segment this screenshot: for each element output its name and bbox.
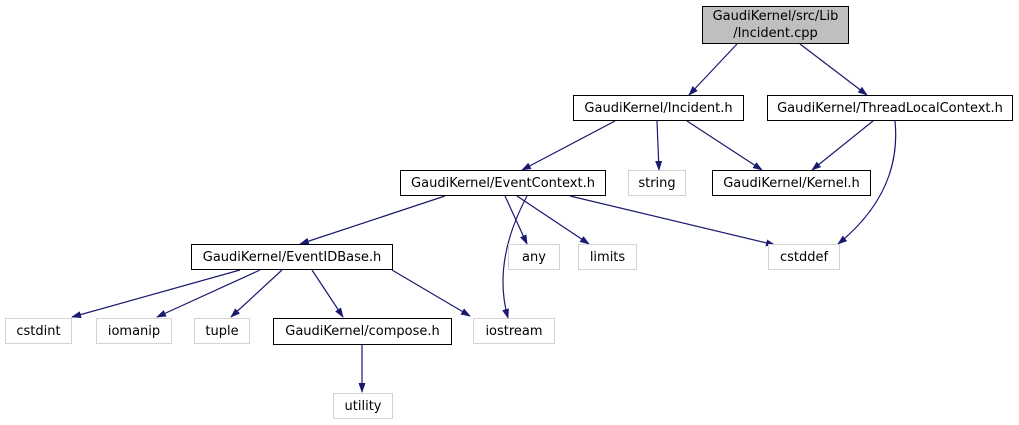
- node-cstddef: cstddef: [768, 244, 840, 270]
- node-eventidbase_h[interactable]: GaudiKernel/EventIDBase.h: [191, 244, 393, 270]
- node-label: cstdint: [16, 323, 61, 339]
- node-incident_h[interactable]: GaudiKernel/Incident.h: [573, 95, 744, 121]
- node-threadlocal_h[interactable]: GaudiKernel/ThreadLocalContext.h: [767, 95, 1013, 121]
- node-eventcontext_h[interactable]: GaudiKernel/EventContext.h: [400, 170, 606, 196]
- node-label: GaudiKernel/src/Lib /Incident.cpp: [712, 9, 839, 41]
- node-iostream: iostream: [473, 318, 555, 344]
- node-label: GaudiKernel/EventContext.h: [411, 175, 595, 191]
- node-iomanip: iomanip: [96, 318, 172, 344]
- edge-eventidbase_h-to-tuple: [230, 269, 283, 318]
- node-tuple: tuple: [194, 318, 250, 344]
- node-label: iostream: [485, 323, 543, 339]
- node-label: GaudiKernel/compose.h: [285, 324, 440, 339]
- edge-eventcontext_h-to-cstddef: [569, 195, 776, 247]
- edge-eventcontext_h-to-eventidbase_h: [299, 195, 446, 245]
- edge-eventidbase_h-to-cstdint: [71, 269, 241, 318]
- node-label: GaudiKernel/Incident.h: [584, 100, 733, 116]
- node-cstdint: cstdint: [5, 318, 72, 344]
- node-label: tuple: [205, 323, 239, 339]
- node-compose_h[interactable]: GaudiKernel/compose.h: [273, 318, 452, 345]
- node-utility: utility: [333, 393, 393, 419]
- edge-eventidbase_h-to-compose_h: [311, 269, 344, 318]
- edge-incident_h-to-kernel_h: [686, 120, 763, 171]
- edge-eventcontext_h-to-iostream: [502, 195, 528, 319]
- node-label: cstddef: [779, 249, 829, 265]
- node-label: GaudiKernel/ThreadLocalContext.h: [777, 100, 1003, 116]
- node-any: any: [508, 244, 560, 270]
- node-string: string: [628, 170, 686, 196]
- edge-eventcontext_h-to-limits: [516, 195, 590, 245]
- edge-eventidbase_h-to-iostream: [391, 269, 471, 317]
- edge-incident_h-to-string: [655, 120, 663, 171]
- node-label: GaudiKernel/Kernel.h: [723, 175, 860, 191]
- node-label: string: [638, 175, 676, 191]
- edge-incident_cpp-to-threadlocal_h: [799, 43, 868, 96]
- node-label: utility: [344, 398, 382, 414]
- node-label: any: [522, 249, 546, 265]
- edge-threadlocal_h-to-kernel_h: [811, 120, 874, 171]
- node-kernel_h[interactable]: GaudiKernel/Kernel.h: [712, 170, 871, 196]
- node-limits: limits: [578, 244, 637, 270]
- node-label: limits: [589, 249, 626, 265]
- node-label: iomanip: [107, 323, 161, 339]
- node-incident_cpp: GaudiKernel/src/Lib /Incident.cpp: [702, 6, 849, 44]
- edge-incident_h-to-eventcontext_h: [521, 120, 616, 171]
- node-label: GaudiKernel/EventIDBase.h: [202, 249, 382, 265]
- edge-incident_cpp-to-incident_h: [688, 43, 738, 96]
- edge-threadlocal_h-to-cstddef: [837, 120, 897, 245]
- edge-eventidbase_h-to-iomanip: [156, 269, 261, 318]
